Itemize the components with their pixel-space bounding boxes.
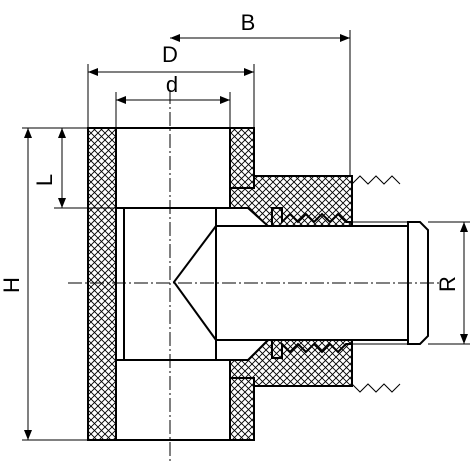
label-B: B: [241, 10, 256, 35]
dimension-L: L: [32, 128, 116, 209]
label-H: H: [0, 277, 24, 293]
dimension-B: B: [170, 10, 351, 176]
dimension-R: R: [428, 221, 470, 345]
dimension-H: H: [0, 127, 88, 441]
upper-thread: [271, 207, 353, 227]
right-wall-top: [229, 127, 255, 189]
right-wall-bottom: [229, 377, 255, 441]
left-wall: [87, 127, 117, 441]
socket-bottom: [115, 359, 231, 441]
bore: [115, 127, 231, 441]
drill-cone: [172, 225, 217, 341]
label-D: D: [162, 42, 178, 67]
dimension-d: d: [115, 72, 231, 128]
lower-thread: [271, 339, 353, 359]
dimension-D: D: [87, 42, 255, 128]
socket-top: [115, 127, 231, 209]
label-R: R: [435, 276, 460, 292]
label-d: d: [166, 72, 178, 97]
label-L: L: [32, 174, 57, 186]
